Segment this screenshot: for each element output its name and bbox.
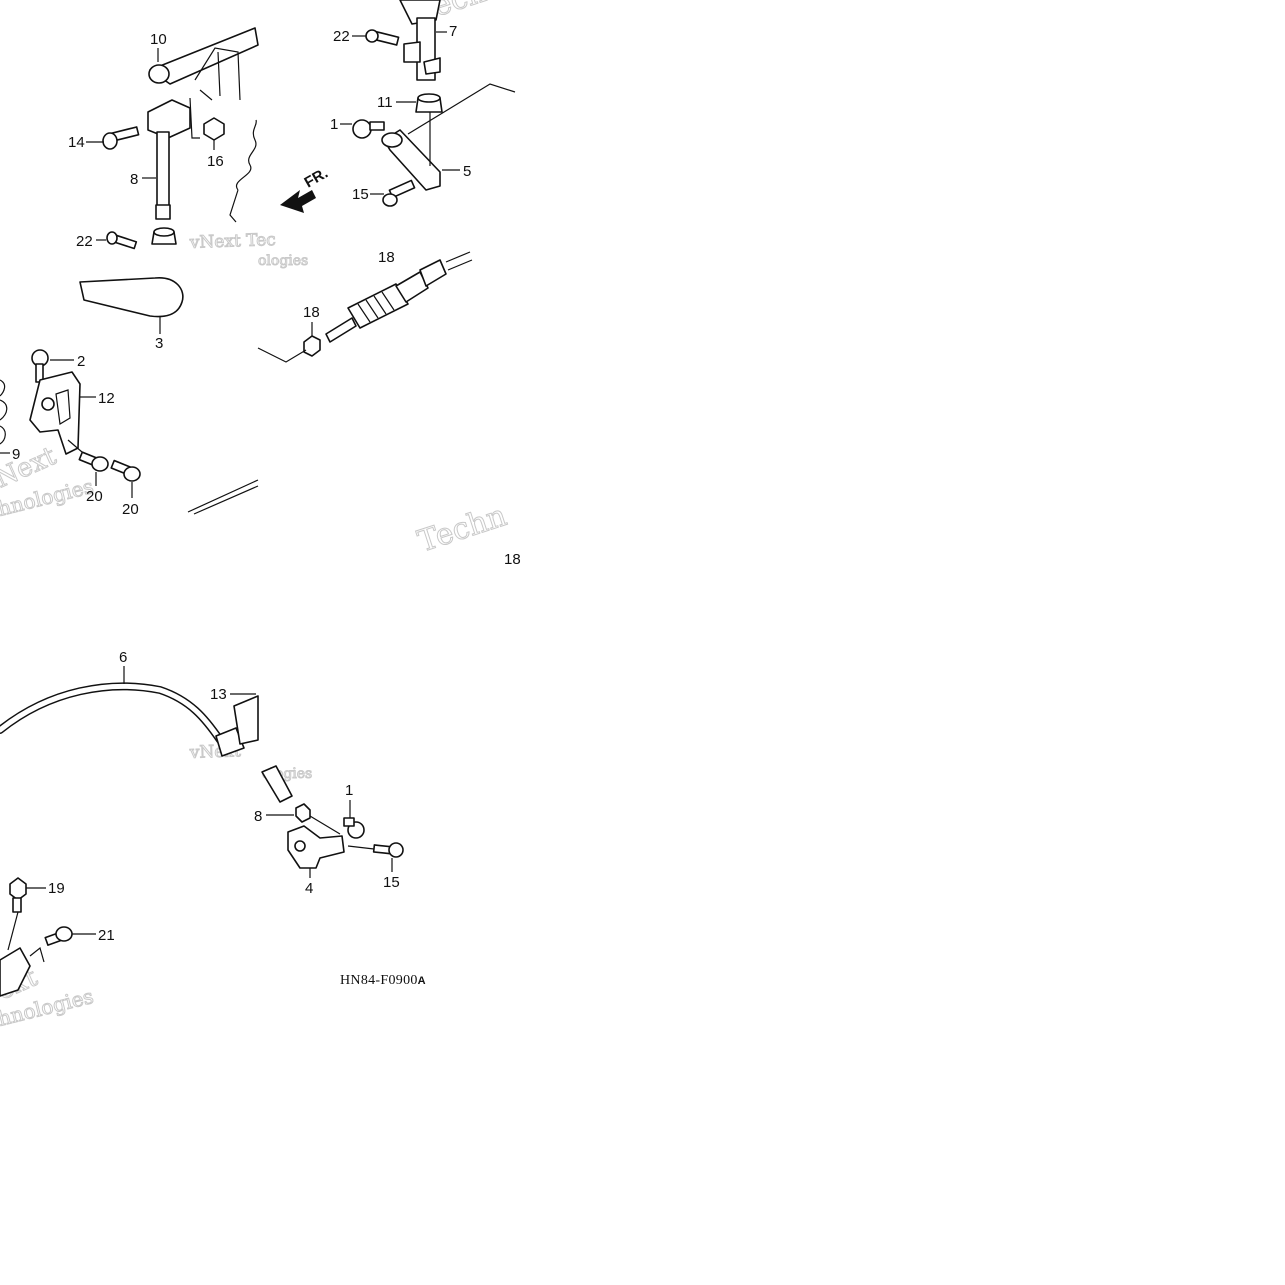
callout-9: 9 [12, 446, 20, 463]
ball-joint [352, 119, 372, 139]
ball-joint-stud [343, 817, 355, 827]
bushing-top [417, 93, 441, 103]
callout-20: 20 [122, 501, 139, 518]
bolt-head [106, 231, 118, 245]
figure-code: HN84-F0900A [340, 973, 426, 988]
callout-8: 8 [130, 171, 138, 188]
tile-top-left [102, 27, 259, 250]
bracket-hole [294, 840, 306, 852]
bolt-head [102, 132, 118, 150]
cable-collar [419, 259, 447, 287]
lever-body [0, 947, 31, 997]
guide-line [257, 347, 307, 363]
guide-line [67, 439, 83, 453]
cable-boot [347, 283, 409, 329]
callout-22: 22 [333, 28, 350, 45]
tile-middle-right [257, 251, 473, 363]
callout-13: 13 [210, 686, 227, 703]
shaft-bracket [147, 99, 191, 139]
callout-5: 5 [463, 163, 471, 180]
callout-layer: 10 14 16 8 22 22 7 11 1 5 15 3 2 12 9 20… [0, 23, 521, 944]
callout-15: 15 [352, 186, 369, 203]
callout-4: 4 [305, 880, 313, 897]
edge-label: 18 [504, 551, 521, 568]
callout-12: 12 [98, 390, 115, 407]
watermark-text: ologies [258, 253, 308, 269]
callout-22: 22 [76, 233, 93, 250]
pivot-tab [423, 57, 441, 75]
bushing-top [153, 227, 175, 237]
direction-label: FR. [302, 165, 331, 192]
bolt-head [382, 193, 398, 207]
lever-hub [381, 132, 403, 148]
callout-20: 20 [86, 488, 103, 505]
callout-3: 3 [155, 335, 163, 352]
guide-line [309, 815, 375, 850]
cable-outer [0, 682, 224, 744]
gate-plate [29, 371, 81, 455]
bolt-head [388, 842, 404, 858]
cable-threaded-end [325, 317, 357, 343]
lower-rod [187, 479, 259, 515]
callout-1: 1 [345, 782, 353, 799]
cable [445, 251, 473, 271]
ball-joint-stud [369, 121, 385, 131]
front-direction-arrow: FR. [280, 165, 331, 213]
shaft [156, 131, 170, 213]
shift-knob [79, 277, 184, 318]
callout-2: 2 [77, 353, 85, 370]
tile-top-right: FR. [280, 0, 516, 213]
callout-15: 15 [383, 874, 400, 891]
guide-line [407, 83, 516, 166]
bolt-head [91, 456, 109, 472]
callout-16: 16 [207, 153, 224, 170]
callout-1: 1 [330, 116, 338, 133]
callout-14: 14 [68, 134, 85, 151]
tile-lower-right [261, 765, 404, 869]
pivot-clamp [403, 41, 421, 63]
nut [203, 117, 225, 141]
spring [0, 379, 8, 445]
callout-10: 10 [150, 31, 167, 48]
nut [303, 335, 321, 357]
shaft-leader [189, 97, 200, 139]
callout-11: 11 [377, 94, 393, 111]
bolt-head [123, 466, 141, 482]
frame-bracket [194, 47, 241, 101]
frame-pivot [148, 64, 170, 84]
guide-line [7, 911, 45, 963]
bolt-head [55, 926, 73, 942]
bolt-head [365, 29, 379, 43]
spring [229, 119, 257, 223]
boot-ribs [357, 291, 395, 323]
bolt [12, 897, 22, 913]
figure-code-prefix: HN84-F0900 [340, 973, 418, 988]
callout-18: 18 [303, 304, 320, 321]
plate-hole [41, 397, 55, 411]
cable-threaded-end [261, 765, 293, 803]
plate-slot [55, 389, 71, 425]
nut [295, 803, 311, 823]
figure-code-suffix: A [418, 975, 426, 987]
watermark-text: Techn [414, 498, 511, 559]
callout-6: 6 [119, 649, 127, 666]
tile-middle-left [0, 277, 259, 515]
callout-21: 21 [98, 927, 115, 944]
bolt-head [9, 877, 27, 901]
cable-inner [0, 683, 223, 743]
watermark-text: vNext Tec [188, 230, 276, 253]
cable-fitting [215, 727, 245, 757]
callout-7: 7 [449, 23, 457, 40]
cable-housing [395, 271, 429, 303]
shaft-spline [155, 204, 171, 220]
callout-19: 19 [48, 880, 65, 897]
cable-bracket [233, 695, 259, 745]
edge-label: 18 [378, 249, 395, 266]
watermark-layer: Techno vNext Tec ologies Next hnologies … [0, 0, 527, 1031]
shift-rod-inner [0, 280, 76, 306]
cable-bracket [287, 825, 345, 869]
tile-lower-left [0, 666, 259, 997]
callout-8: 8 [254, 808, 262, 825]
